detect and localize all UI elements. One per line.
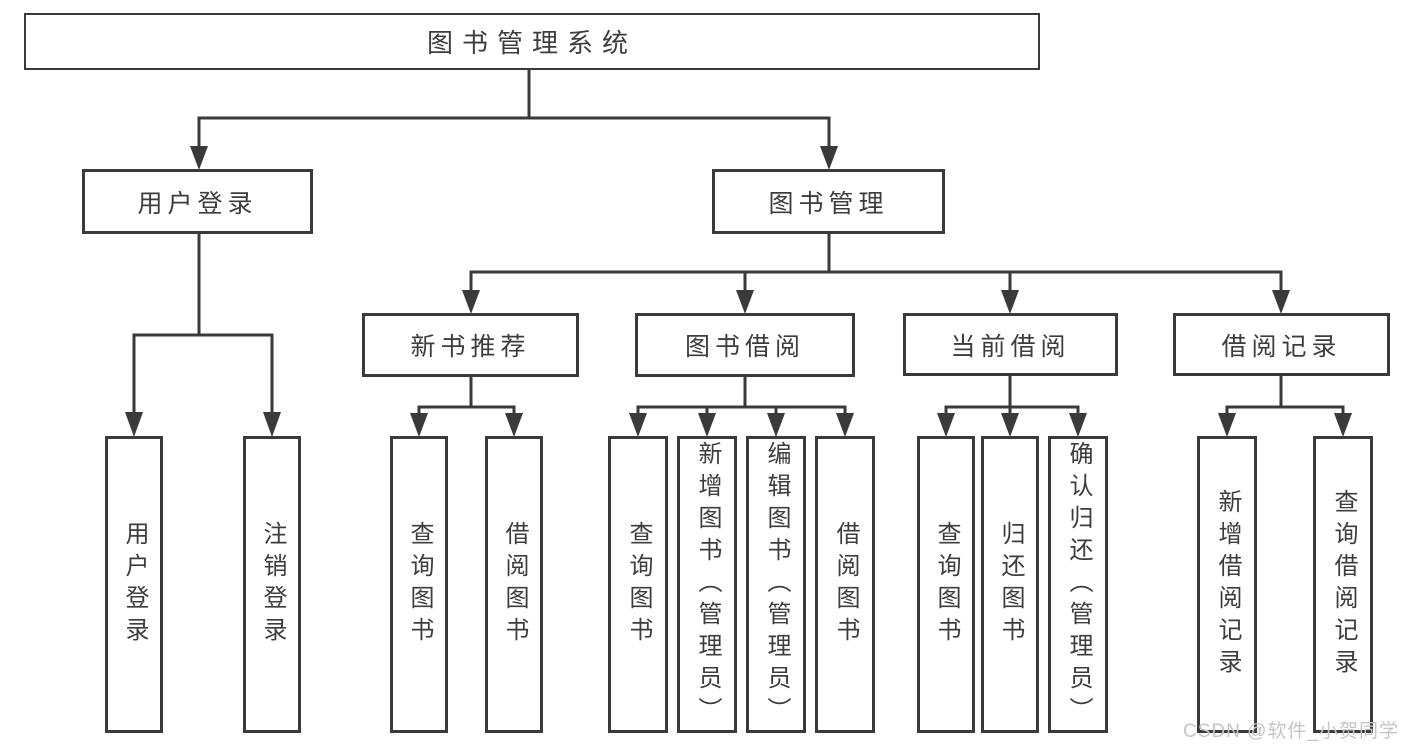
leaf-query-books-current: 查询图书 <box>917 436 975 733</box>
edge-book-borrow-to-leaves <box>629 376 854 437</box>
leaf-add-books-admin: 新增图书（管理员） <box>677 436 737 733</box>
node-book-management: 图书管理 <box>712 169 945 234</box>
node-new-book-recommend: 新书推荐 <box>362 313 579 377</box>
leaf-label: 借阅图书 <box>832 520 859 649</box>
node-root-system: 图书管理系统 <box>24 13 1040 70</box>
node-current-borrow: 当前借阅 <box>903 313 1118 376</box>
node-new-book-recommend-label: 新书推荐 <box>410 333 531 361</box>
node-book-management-label: 图书管理 <box>768 189 889 218</box>
csdn-watermark: CSDN @软件_小贺同学 <box>1183 721 1399 742</box>
node-root-label: 图书管理系统 <box>426 28 637 58</box>
leaf-borrow-books-recommend: 借阅图书 <box>485 436 543 733</box>
leaf-label: 注销登录 <box>259 520 286 649</box>
leaf-return-books: 归还图书 <box>981 436 1039 733</box>
leaf-label: 借阅图书 <box>501 520 528 649</box>
edge-root-to-level2 <box>190 69 838 170</box>
leaf-edit-books-admin: 编辑图书（管理员） <box>746 436 806 733</box>
node-current-borrow-label: 当前借阅 <box>950 332 1071 361</box>
edge-borrow-record-to-leaves <box>1218 375 1352 437</box>
leaf-confirm-return-admin: 确认归还（管理员） <box>1048 436 1108 733</box>
leaf-query-books-borrow: 查询图书 <box>608 436 668 733</box>
node-borrow-records-label: 借阅记录 <box>1221 332 1342 361</box>
edge-current-borrow-to-leaves <box>937 375 1087 437</box>
leaf-label: 查询借阅记录 <box>1330 488 1357 681</box>
leaf-add-borrow-record: 新增借阅记录 <box>1197 436 1257 733</box>
node-book-borrow: 图书借阅 <box>635 313 855 377</box>
leaf-label: 确认归还（管理员） <box>1065 440 1092 729</box>
leaf-logout: 注销登录 <box>243 436 301 733</box>
leaf-label: 新增借阅记录 <box>1214 488 1241 681</box>
node-borrow-records: 借阅记录 <box>1173 313 1390 376</box>
leaf-query-borrow-record: 查询借阅记录 <box>1313 436 1373 733</box>
node-user-login-label: 用户登录 <box>137 189 258 218</box>
leaf-borrow-books: 借阅图书 <box>815 436 875 733</box>
node-user-login: 用户登录 <box>82 169 313 234</box>
leaf-query-books-recommend: 查询图书 <box>390 436 448 733</box>
leaf-label: 新增图书（管理员） <box>694 440 721 729</box>
edge-user-login-to-leaves <box>125 233 281 437</box>
leaf-label: 编辑图书（管理员） <box>763 440 790 729</box>
leaf-label: 查询图书 <box>933 520 960 649</box>
edge-new-book-to-leaves <box>410 376 523 437</box>
leaf-label: 用户登录 <box>121 520 148 649</box>
node-book-borrow-label: 图书借阅 <box>684 333 805 361</box>
leaf-user-login: 用户登录 <box>105 436 163 733</box>
leaf-label: 查询图书 <box>406 520 433 649</box>
edge-book-management-to-level3 <box>462 232 1290 314</box>
leaf-label: 归还图书 <box>997 520 1024 649</box>
leaf-label: 查询图书 <box>625 520 652 649</box>
